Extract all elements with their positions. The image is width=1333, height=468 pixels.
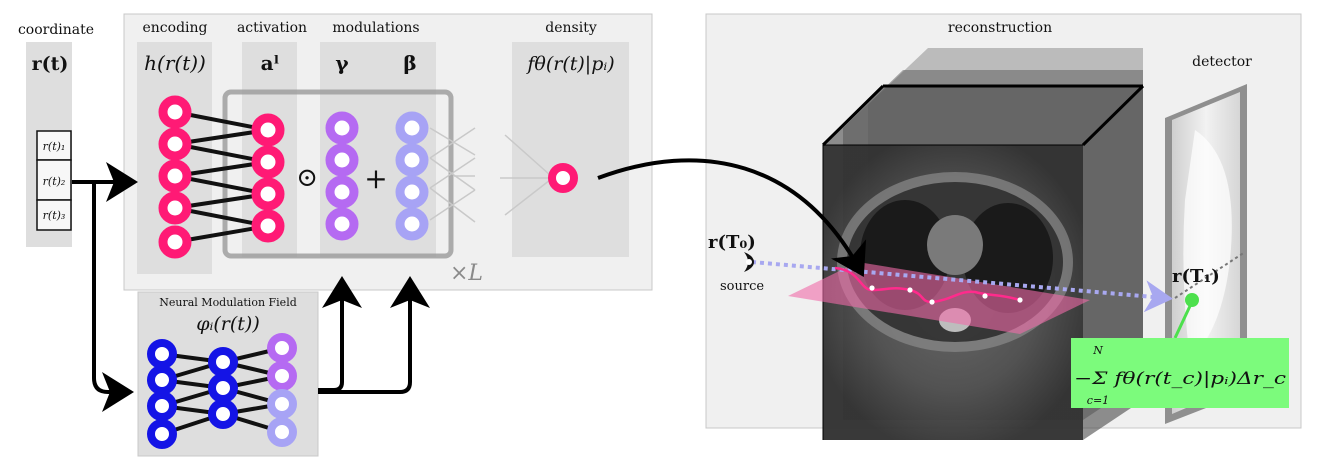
x-ray-line bbox=[751, 260, 1173, 313]
density-to-volume-arrow bbox=[597, 158, 867, 278]
activation-label: activation bbox=[237, 20, 307, 36]
hadamard-operator: ⊙ bbox=[296, 163, 318, 193]
layer-repeat-count: ×L bbox=[450, 261, 483, 286]
nmf-math: φᵢ(r(t)) bbox=[196, 313, 260, 335]
gamma-math: γ bbox=[335, 51, 349, 75]
ray-end-label: r(T₁) bbox=[1172, 266, 1220, 287]
nmf-hidden-nodes bbox=[208, 347, 238, 429]
detector-hit-link bbox=[1173, 305, 1192, 339]
input-component-3: r(t)₃ bbox=[43, 209, 66, 222]
formula-sum-lower: c=1 bbox=[1087, 394, 1109, 407]
input-vector: r(t)₁ r(t)₂ r(t)₃ bbox=[36, 130, 72, 231]
modulations-label: modulations bbox=[332, 20, 419, 36]
density-math: fθ(r(t)|pᵢ) bbox=[525, 53, 614, 75]
activation-nodes bbox=[251, 113, 285, 243]
reconstruction-label: reconstruction bbox=[948, 20, 1052, 36]
gamma-nodes bbox=[325, 111, 359, 241]
input-component-2: r(t)₂ bbox=[43, 175, 66, 188]
detector-hit-point bbox=[1185, 293, 1199, 307]
nmf-to-beta-arrow bbox=[318, 276, 430, 394]
nmf-output-nodes bbox=[267, 333, 297, 447]
encoding-nodes bbox=[158, 95, 192, 259]
detector-label: detector bbox=[1192, 54, 1252, 70]
sample-points bbox=[869, 285, 1023, 305]
density-label: density bbox=[545, 20, 597, 36]
encoding-math: h(r(t)) bbox=[144, 51, 206, 75]
density-output-node bbox=[548, 163, 578, 193]
source-icon bbox=[744, 252, 754, 272]
formula-sum-upper: N bbox=[1092, 344, 1103, 357]
coordinate-math: r(t) bbox=[32, 53, 69, 75]
nmf-input-nodes bbox=[147, 339, 177, 449]
input-component-1: r(t)₁ bbox=[43, 140, 66, 153]
beta-nodes bbox=[395, 111, 429, 241]
beta-math: β bbox=[403, 51, 416, 75]
plus-operator: + bbox=[364, 162, 387, 195]
integral-formula-box bbox=[1071, 338, 1289, 408]
input-to-nmf-arrow bbox=[92, 182, 134, 412]
density-column bbox=[512, 42, 629, 257]
activation-math: aˡ bbox=[261, 51, 280, 75]
sampled-density-curve bbox=[834, 266, 1021, 304]
nmf-to-gamma-arrow bbox=[318, 276, 362, 392]
source-label: source bbox=[720, 279, 764, 294]
ray-start-label: r(T₀) bbox=[708, 232, 756, 253]
ray-slice-plane bbox=[788, 262, 1090, 334]
ray-extension bbox=[1174, 251, 1246, 299]
formula-expression: −Σ fθ(r(t_c)|pᵢ)Δr_c bbox=[1074, 369, 1287, 389]
faded-connections bbox=[429, 127, 551, 223]
nmf-title: Neural Modulation Field bbox=[159, 296, 297, 309]
encoding-label: encoding bbox=[143, 20, 208, 36]
coordinate-label: coordinate bbox=[18, 22, 94, 38]
